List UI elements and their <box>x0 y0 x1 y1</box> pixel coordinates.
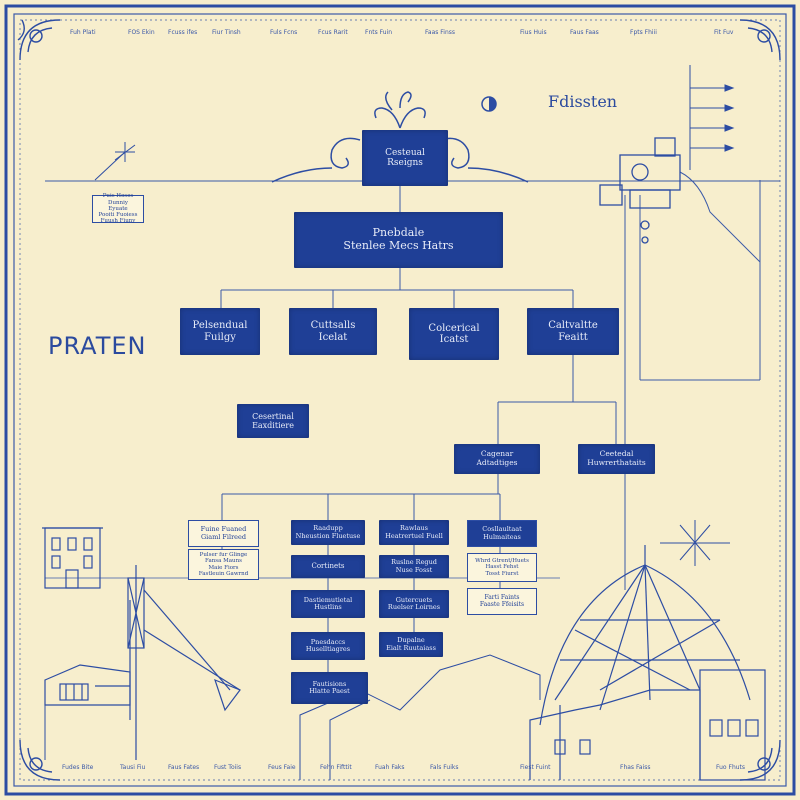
heading-left: PRATEN <box>48 332 147 360</box>
corner-ornament-br <box>739 739 781 781</box>
dark-node-b4[interactable]: Dupalne Eialt Ruutaiass <box>379 632 443 657</box>
light-node-b3[interactable]: Farti Faints Faaste Ffeisits <box>467 588 537 615</box>
dark-node-a1[interactable]: Raadupp Nheustion Fluetuse <box>291 520 365 545</box>
dark-node-b3[interactable]: Gutercuets Ruelser Loirnes <box>379 590 449 618</box>
border-mark: Faus Faas <box>570 29 599 36</box>
border-mark: Fcus Rarit <box>318 29 348 36</box>
arrow-rack <box>689 65 735 170</box>
ornamental-scroll <box>271 91 529 183</box>
node-level2-4[interactable]: Caltvaltte Feaitt <box>527 308 619 355</box>
border-mark: Fcuss ifes <box>168 29 198 36</box>
townhouse-icon <box>42 527 103 589</box>
crane-tower-icon <box>127 565 241 760</box>
inner-border <box>13 13 787 787</box>
border-mark: Fius Huis <box>520 29 547 36</box>
dark-node-b1[interactable]: Rawlaus Heatrertuel Fuell <box>379 520 449 545</box>
border-mark: Fudes Bite <box>62 764 94 771</box>
border-mark: Faas Finss <box>425 29 456 36</box>
border-mark: Fiest Fuint <box>520 764 551 771</box>
corner-ornament-tl <box>17 19 61 61</box>
border-mark: Fuo Fhuts <box>716 764 746 771</box>
node-top[interactable]: Cesteual Rseigns <box>362 130 448 186</box>
border-mark: Tausi Fiu <box>120 764 146 771</box>
node-level3-2[interactable]: Ceetedal Huwrerthataits <box>578 444 655 474</box>
border-mark: Fehn Fifttit <box>320 764 352 771</box>
border-mark: FOS Ekin <box>128 29 155 36</box>
corner-ornament-bl <box>19 739 61 781</box>
node-main[interactable]: Pnebdale Stenlee Mecs Hatrs <box>294 212 503 268</box>
outer-border <box>4 4 796 796</box>
border-mark: Fuls Fcns <box>270 29 298 36</box>
machine-icon <box>599 137 681 244</box>
border-mark: Fnts Fuin <box>365 29 393 36</box>
light-node-a2[interactable]: Pulser fur Glinge Fansa Mauns Maie Fiors… <box>188 549 259 580</box>
border-mark: Fuh Plati <box>70 29 96 36</box>
border-mark: Fuah Faks <box>375 764 405 771</box>
geodesic-dome-icon <box>529 545 766 781</box>
border-mark: Fust Toiis <box>214 764 242 771</box>
dark-node-a4[interactable]: Pnesdaccs Huselltiagres <box>291 632 365 660</box>
border-mark: Fiur Tinsh <box>212 29 241 36</box>
node-level2-2[interactable]: Cuttsalls Icelat <box>289 308 377 355</box>
border-mark: Faus Fates <box>168 764 200 771</box>
skyline-lines <box>44 654 541 780</box>
heading-top-right: Fdissten <box>548 92 618 111</box>
corner-ornament-tr <box>739 19 781 61</box>
compass-star-right-icon <box>660 520 730 566</box>
border-mark: Fit Fuv <box>714 29 734 36</box>
node-level3-1[interactable]: Cagenar Adtadtiges <box>454 444 540 474</box>
node-isolated[interactable]: Cesertinal Eaxditiere <box>237 404 309 438</box>
border-mark: Fpts Fhiii <box>630 29 657 36</box>
compass-star-icon <box>94 142 136 181</box>
dark-node-b2[interactable]: Ruslne Regud Nuse Fosst <box>379 555 449 578</box>
small-house-icon <box>44 664 131 706</box>
light-node-b2[interactable]: Whrd Gtrent/Huets Hasst Fehst Tosst Fiur… <box>467 553 537 582</box>
border-mark: Fhas Faiss <box>620 764 651 771</box>
legend-box: Puis Hoses Dunniy Eyuate Pooiti Fuoiess … <box>92 193 144 224</box>
node-level2-1[interactable]: Pelsendual Fuilgy <box>180 308 260 355</box>
light-node-a1[interactable]: Fuine Fuaned Giaml Filreed <box>188 520 259 547</box>
node-level2-3[interactable]: Colcerical Icatst <box>409 308 499 360</box>
dark-node-a5[interactable]: Fautisions Hlatte Paest <box>291 672 368 704</box>
dark-node-a3[interactable]: Dastiemutietal Hustlins <box>291 590 365 618</box>
dark-node-a2[interactable]: Cortinets <box>291 555 365 578</box>
border-mark: Fals Fuiks <box>430 764 459 771</box>
border-mark: Feus Faie <box>268 764 296 771</box>
node-b-top[interactable]: Cosllaultaat Hulmaiteas <box>467 520 537 547</box>
